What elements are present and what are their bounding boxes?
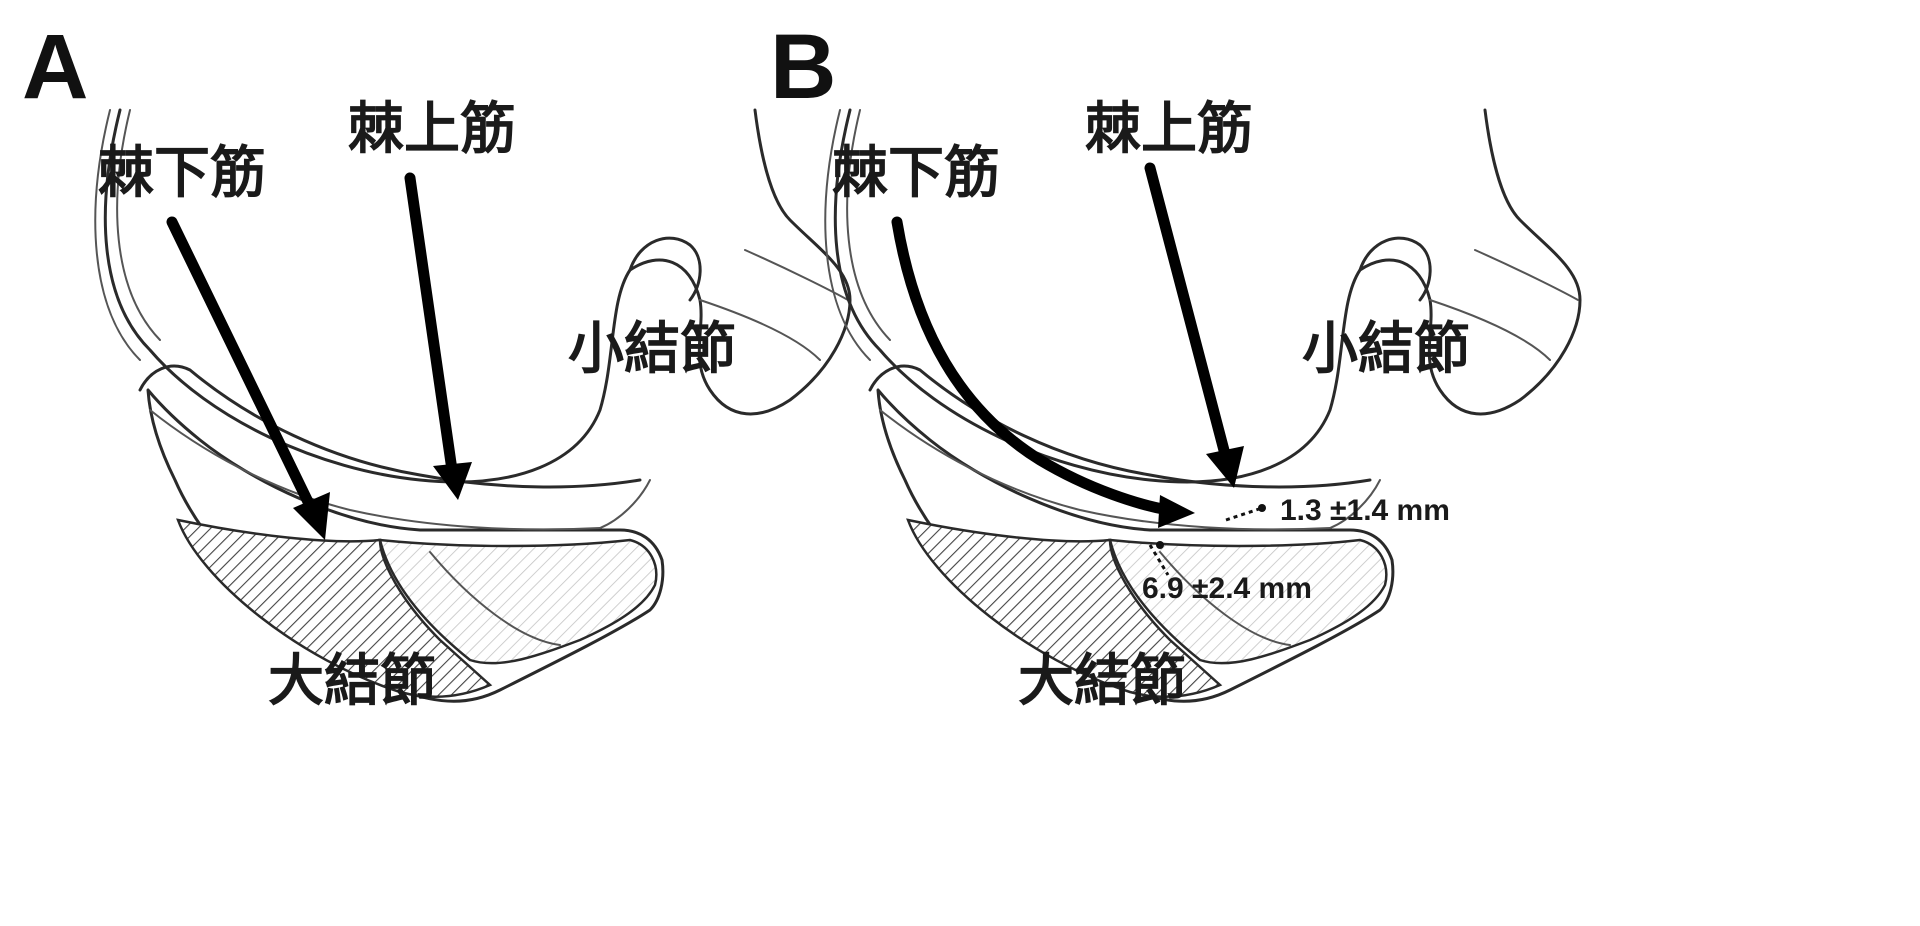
panel-a-label-infraspinatus: 棘下筋 [98,141,266,206]
panel-b-infraspinatus-arrow [891,216,1195,528]
panel-a-label-lesser-tuberosity: 小結節 [568,317,736,382]
panel-b-label-greater-tuberosity: 大結節 [1018,649,1186,714]
panel-a-label-greater-tuberosity: 大結節 [268,649,436,714]
panel-a-label-supraspinatus: 棘上筋 [348,97,516,162]
panel-a-infraspinatus-arrow [166,216,330,540]
panel-b-label-lesser-tuberosity: 小結節 [1302,317,1470,382]
panel-b-label-supraspinatus: 棘上筋 [1085,97,1253,162]
panel-a-supraspinatus-arrow [404,172,472,500]
panel-a-letter: A [22,16,88,118]
panel-b-label-infraspinatus: 棘下筋 [832,141,1000,206]
panel-b-letter: B [770,16,836,118]
panel-b-measurement-upper: 1.3 ±1.4 mm [1280,494,1450,527]
panel-b: B 棘下筋 棘上筋 小結節 大結節 1.3 ±1.4 mm 6.9 ±2.4 m… [770,16,1582,714]
panel-a: A 棘下筋 棘上筋 小結節 大結節 [22,16,852,714]
panel-b-measurement-markers [1148,504,1266,576]
panel-b-measurement-lower: 6.9 ±2.4 mm [1142,572,1312,605]
panel-b-supraspinatus-arrow [1144,162,1244,488]
